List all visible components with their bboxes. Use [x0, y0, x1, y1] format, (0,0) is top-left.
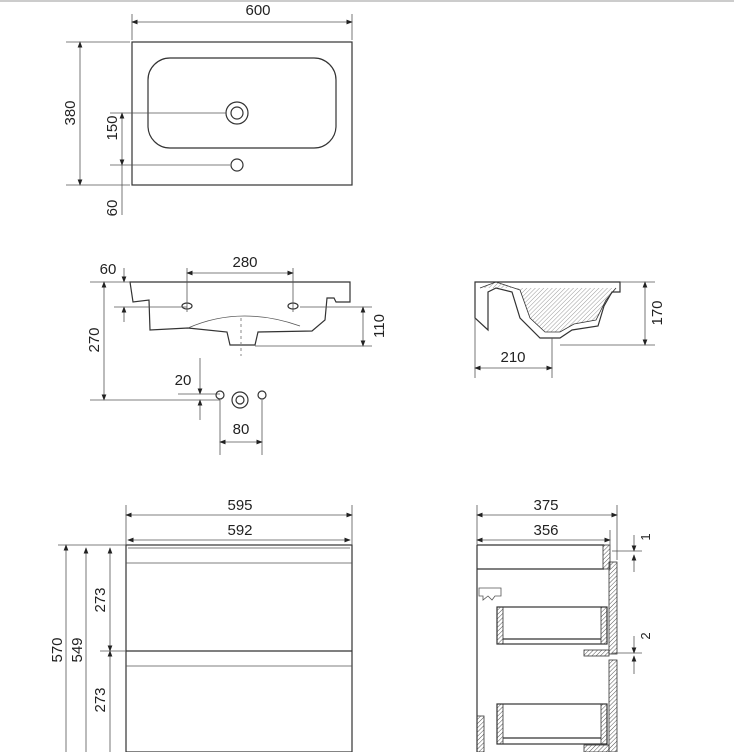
dim-body-height: 549	[69, 637, 86, 662]
cabinet-side	[476, 505, 642, 752]
dim-drain-offset: 150	[104, 115, 121, 140]
dim-tap-offset: 60	[104, 200, 121, 217]
dim-side-height: 170	[649, 300, 666, 325]
dim-drain-distance: 210	[500, 349, 525, 366]
top-view	[66, 14, 353, 215]
cabinet-front	[58, 505, 353, 752]
dim-front-width: 592	[227, 522, 252, 539]
pipe-icon	[215, 390, 225, 400]
hinge-icon	[478, 587, 502, 601]
side-view	[474, 281, 655, 378]
dim-total-height: 570	[49, 637, 66, 662]
front-view	[90, 268, 372, 455]
dim-drawer-upper: 273	[92, 587, 109, 612]
dim-overall-depth: 375	[533, 497, 558, 514]
bowl-outline	[147, 57, 337, 149]
dim-gap-top: 1	[638, 533, 653, 540]
dim-body-depth: 356	[533, 522, 558, 539]
dim-top-width: 600	[245, 2, 270, 19]
dim-trap-height: 270	[86, 327, 103, 352]
basin-outline	[131, 41, 353, 186]
dim-drawer-lower: 273	[92, 687, 109, 712]
tap-hole-icon	[230, 158, 244, 172]
dim-drain-offset: 20	[175, 372, 192, 389]
dim-bowl-depth: 110	[371, 314, 388, 338]
dim-overall-width: 595	[227, 497, 252, 514]
dim-top-depth: 380	[62, 100, 79, 125]
dim-tap-spacing: 280	[232, 254, 257, 271]
dim-gap-middle: 2	[638, 632, 653, 639]
pipe-icon	[257, 390, 267, 400]
dim-top-thickness: 60	[100, 261, 117, 278]
drain-icon	[225, 101, 249, 125]
drain-icon	[231, 391, 249, 409]
dim-pipe-spacing: 80	[233, 421, 250, 438]
